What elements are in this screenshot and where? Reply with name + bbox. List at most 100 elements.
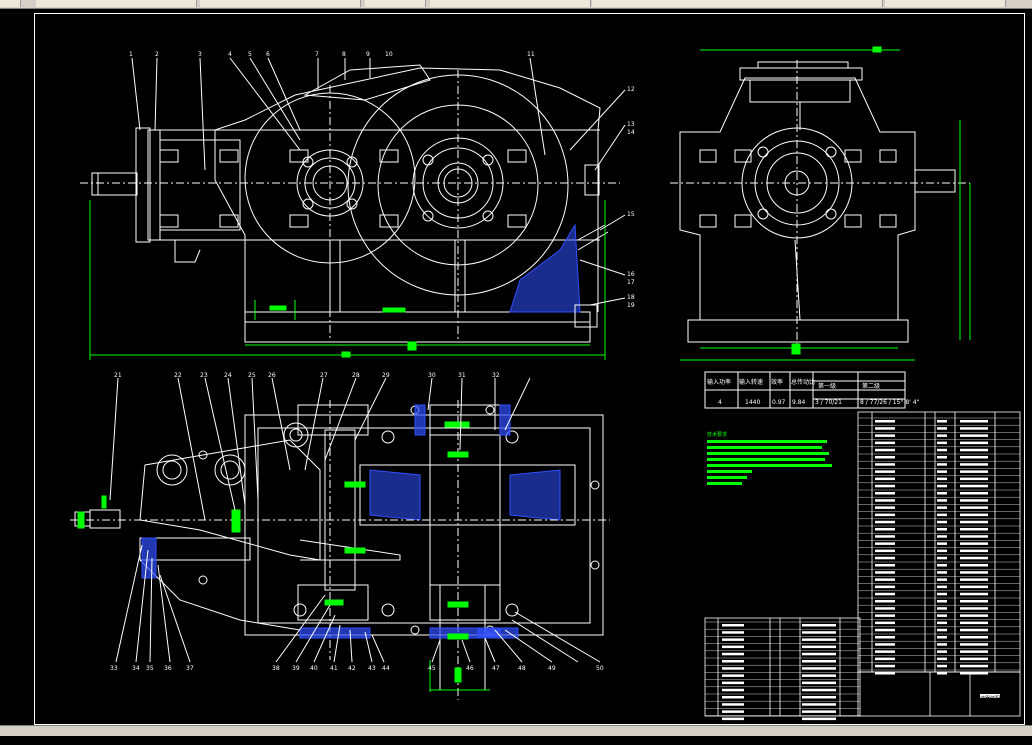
- parts-row-text: [722, 645, 744, 649]
- parts-row-text: [960, 643, 988, 646]
- parts-row-text: [875, 650, 895, 653]
- parts-row-text: [875, 621, 895, 625]
- parts-row-text: [875, 513, 895, 517]
- parts-row-text: [802, 681, 836, 685]
- toolbar-button[interactable]: [0, 0, 21, 7]
- toolbar-button[interactable]: [200, 0, 361, 7]
- parts-row-text: [937, 499, 947, 502]
- parts-row-text: [937, 427, 947, 430]
- toolbar-button[interactable]: [592, 0, 883, 7]
- callout-number: 9: [366, 51, 370, 58]
- parts-row-text: [937, 463, 947, 466]
- callout-number: 47: [492, 665, 500, 672]
- parts-row-text: [960, 427, 988, 430]
- parts-row-text: [960, 592, 988, 596]
- parts-row-text: [960, 650, 988, 653]
- parts-row-text: [960, 571, 988, 574]
- toolbar-button[interactable]: [36, 0, 197, 7]
- title-block-name: 减速器装配图: [975, 695, 1005, 702]
- parts-row-text: [960, 513, 988, 517]
- parts-row-text: [960, 535, 988, 538]
- spec-header-power: 输入功率: [707, 378, 731, 386]
- parts-row-text: [875, 578, 895, 581]
- parts-row-text: [937, 535, 947, 538]
- parts-row-text: [875, 420, 895, 423]
- parts-row-text: [937, 456, 947, 459]
- callout-number: 49: [548, 665, 556, 672]
- parts-row-text: [937, 470, 947, 473]
- callout-number: 32: [492, 372, 500, 379]
- parts-row-text: [875, 549, 895, 553]
- parts-row-text: [960, 477, 988, 481]
- parts-row-text: [937, 528, 947, 531]
- parts-row-text: [937, 492, 947, 495]
- callout-number: 2: [155, 51, 159, 58]
- callout-number: 34: [132, 665, 140, 672]
- parts-row-text: [937, 506, 947, 509]
- parts-row-text: [722, 638, 744, 641]
- parts-row-text: [937, 657, 947, 661]
- callout-number: 45: [428, 665, 436, 672]
- parts-row-text: [937, 607, 947, 610]
- parts-row-text: [875, 643, 895, 646]
- parts-row-text: [722, 696, 744, 699]
- parts-row-text: [960, 463, 988, 466]
- parts-row-text: [937, 520, 947, 524]
- toolbar-button[interactable]: [365, 0, 426, 7]
- parts-row-text: [937, 650, 947, 653]
- callout-number: 24: [224, 372, 232, 379]
- callout-number: 27: [320, 372, 328, 379]
- parts-row-text: [875, 484, 895, 488]
- callout-number: 14: [627, 129, 635, 136]
- parts-row-text: [722, 703, 744, 706]
- parts-row-text: [722, 717, 744, 721]
- parts-row-text: [960, 470, 988, 473]
- parts-row-text: [875, 600, 895, 603]
- parts-row-text: [802, 660, 836, 663]
- parts-row-text: [937, 571, 947, 574]
- parts-row-text: [722, 681, 744, 685]
- parts-row-text: [960, 434, 988, 437]
- parts-row-text: [937, 420, 947, 423]
- parts-row-text: [937, 549, 947, 553]
- callout-number: 15: [627, 211, 635, 218]
- parts-row-text: [875, 448, 895, 452]
- callout-number: 5: [248, 51, 252, 58]
- callout-number: 35: [146, 665, 154, 672]
- technical-requirements-block: 技术要求: [707, 431, 832, 485]
- callout-number: 40: [310, 665, 318, 672]
- side-view: [670, 60, 970, 345]
- spec-value-power: 4: [718, 399, 722, 406]
- parts-row-text: [937, 448, 947, 452]
- callout-number: 25: [248, 372, 256, 379]
- parts-row-text: [875, 470, 895, 473]
- spec-header-efficiency: 效率: [771, 378, 783, 386]
- large-hub-bolt-holes: [422, 154, 494, 222]
- toolbar-button[interactable]: [430, 0, 591, 7]
- spec-header-speed: 输入转速: [739, 378, 763, 386]
- callout-number: 10: [385, 51, 393, 58]
- callout-number: 29: [382, 372, 390, 379]
- callout-leaders-plan: [109, 377, 601, 663]
- toolbar-button[interactable]: [885, 0, 1006, 7]
- tech-requirements-title: 技术要求: [707, 431, 727, 438]
- parts-row-text: [802, 696, 836, 699]
- spec-table-text: 输入功率 输入转速 效率 总传动比 第一级 第二级 4 1440 0.97 9.…: [707, 378, 920, 406]
- drawing-frame: [34, 13, 1025, 725]
- parts-row-text: [937, 484, 947, 488]
- parts-row-text: [960, 528, 988, 531]
- parts-row-text: [875, 628, 895, 632]
- parts-row-text: [960, 556, 988, 560]
- parts-row-text: [875, 535, 895, 538]
- parts-row-text: [802, 631, 836, 634]
- callout-number: 36: [164, 665, 172, 672]
- parts-row-text: [875, 427, 895, 430]
- status-text: T: [3, 735, 8, 743]
- callout-number: 31: [458, 372, 466, 379]
- callout-number: 48: [518, 665, 526, 672]
- parts-row-text: [937, 578, 947, 581]
- parts-row-text: [875, 499, 895, 502]
- parts-row-text: [937, 477, 947, 481]
